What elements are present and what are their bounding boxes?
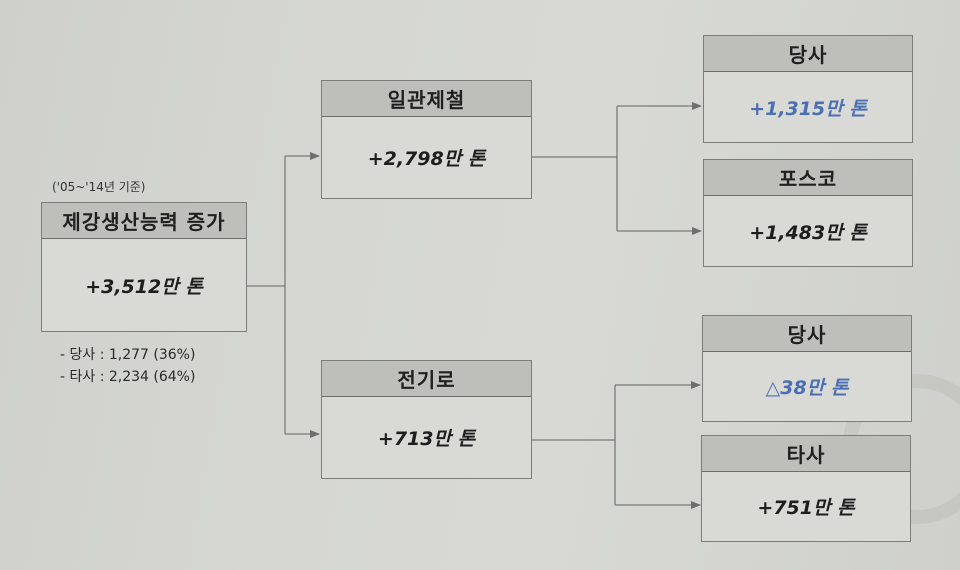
integrated-own-value: +1,315만 톤 — [749, 97, 867, 120]
eaf-others-title: 타사 — [702, 436, 910, 472]
eaf-others-box: 타사 +751만 톤 — [701, 435, 911, 542]
integrated-own-box: 당사 +1,315만 톤 — [703, 35, 913, 143]
integrated-posco-box: 포스코 +1,483만 톤 — [703, 159, 913, 267]
breakdown-own: - 당사 : 1,277 (36%) — [60, 347, 196, 363]
eaf-own-value: △38만 톤 — [765, 377, 849, 399]
basis-period-note: ('05~'14년 기준) — [52, 180, 146, 194]
eaf-own-title: 당사 — [703, 316, 911, 352]
branch-eaf-value: +713만 톤 — [377, 428, 476, 450]
branch-integrated-box: 일관제철 +2,798만 톤 — [321, 80, 532, 199]
eaf-own-box: 당사 △38만 톤 — [702, 315, 912, 422]
root-title: 제강생산능력 증가 — [42, 203, 246, 239]
root-breakdown: - 당사 : 1,277 (36%) - 타사 : 2,234 (64%) — [60, 344, 195, 388]
branch-integrated-value: +2,798만 톤 — [367, 148, 486, 170]
integrated-posco-title: 포스코 — [704, 160, 912, 196]
root-value: +3,512만 톤 — [85, 275, 203, 298]
branch-eaf-title: 전기로 — [322, 361, 531, 397]
integrated-posco-value: +1,483만 톤 — [749, 221, 867, 244]
branch-eaf-box: 전기로 +713만 톤 — [321, 360, 532, 479]
eaf-others-value: +751만 톤 — [757, 497, 855, 519]
integrated-own-title: 당사 — [704, 36, 912, 72]
breakdown-others: - 타사 : 2,234 (64%) — [60, 369, 196, 385]
root-box: 제강생산능력 증가 +3,512만 톤 — [41, 202, 247, 332]
branch-integrated-title: 일관제철 — [322, 81, 531, 117]
